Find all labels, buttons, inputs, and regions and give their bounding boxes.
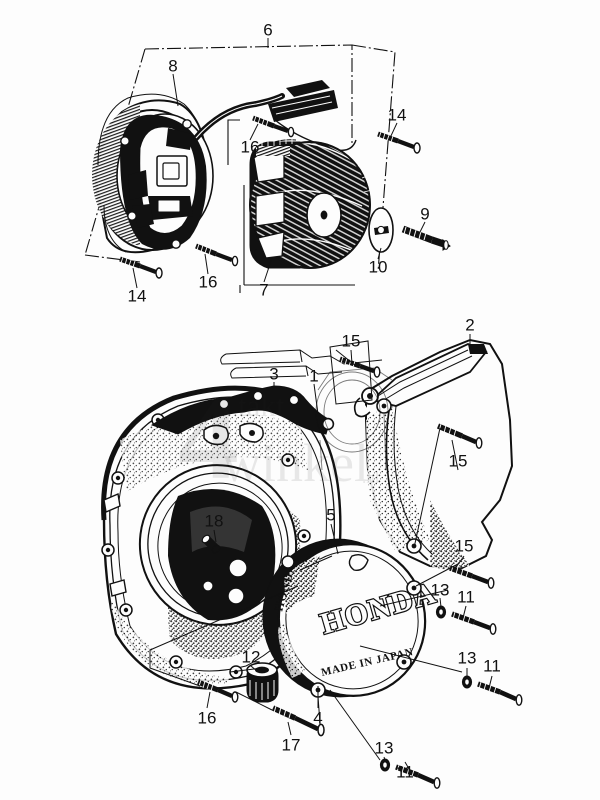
leader-lines-lower bbox=[149, 334, 493, 775]
callout-7: 7 bbox=[259, 280, 269, 300]
guide-bracket-15 bbox=[329, 340, 373, 405]
callout-11-c: 11 bbox=[396, 762, 414, 782]
part-bolt-16-upper bbox=[252, 115, 295, 138]
part-bolt-15-low bbox=[449, 565, 495, 589]
callout-6: 6 bbox=[263, 20, 273, 40]
callout-10: 10 bbox=[368, 257, 388, 277]
callout-4: 4 bbox=[313, 708, 323, 728]
part-stator-8 bbox=[92, 93, 214, 254]
part-bolt-14-upper bbox=[377, 131, 421, 154]
callout-1: 1 bbox=[309, 366, 319, 386]
callout-18: 18 bbox=[204, 511, 224, 531]
callout-5: 5 bbox=[326, 505, 336, 525]
part-bolt-15-mid bbox=[436, 423, 483, 449]
callout-13-b: 13 bbox=[457, 648, 477, 668]
part-washer-13-upper bbox=[435, 605, 447, 619]
callout-15-c: 15 bbox=[454, 536, 474, 556]
part-clutch-cover-2 bbox=[353, 338, 514, 572]
callout-2: 2 bbox=[465, 315, 475, 335]
part-wiring-harness bbox=[193, 75, 357, 151]
group-bracket-7 bbox=[227, 119, 355, 293]
callout-11-b: 11 bbox=[483, 656, 501, 676]
leader-lines-upper bbox=[132, 38, 426, 289]
part-bolt-14-lower bbox=[119, 256, 163, 279]
part-bolt-11-bottom bbox=[395, 764, 441, 789]
part-dowel-18 bbox=[201, 534, 221, 554]
part-gasket-arm-3 bbox=[150, 349, 393, 471]
callout-16-b: 16 bbox=[198, 272, 218, 292]
callout-11-a: 11 bbox=[457, 587, 475, 607]
callout-9: 9 bbox=[420, 204, 430, 224]
part-washer-10 bbox=[368, 207, 394, 253]
callout-15-a: 15 bbox=[341, 331, 361, 351]
part-washer-13-mid bbox=[461, 675, 473, 689]
part-collar-12 bbox=[246, 662, 279, 703]
part-bolt-16-lower bbox=[195, 243, 239, 267]
callout-14-b: 14 bbox=[127, 286, 147, 306]
callout-15-b: 15 bbox=[448, 451, 468, 471]
callout-3: 3 bbox=[269, 364, 279, 384]
callout-13-a: 13 bbox=[430, 580, 450, 600]
callout-12: 12 bbox=[241, 647, 261, 667]
callout-17: 17 bbox=[281, 735, 301, 755]
part-bolt-9 bbox=[401, 225, 451, 251]
callout-16-c: 16 bbox=[197, 708, 217, 728]
part-bolt-17 bbox=[271, 705, 325, 737]
part-washer-13-bottom bbox=[379, 758, 391, 772]
part-bolt-11-mid bbox=[477, 681, 523, 706]
callout-14-a: 14 bbox=[387, 105, 407, 125]
part-bolt-16-bottom bbox=[197, 679, 239, 703]
callout-16-a: 16 bbox=[240, 137, 260, 157]
part-bolt-11-upper bbox=[451, 611, 497, 635]
callout-8: 8 bbox=[168, 56, 178, 76]
part-rotor-7 bbox=[249, 138, 373, 269]
part-alternator-cover-5: HONDA MADE IN JAPAN HONDA bbox=[262, 538, 442, 698]
part-bolt-15-top bbox=[339, 356, 381, 378]
callout-13-c: 13 bbox=[374, 738, 394, 758]
